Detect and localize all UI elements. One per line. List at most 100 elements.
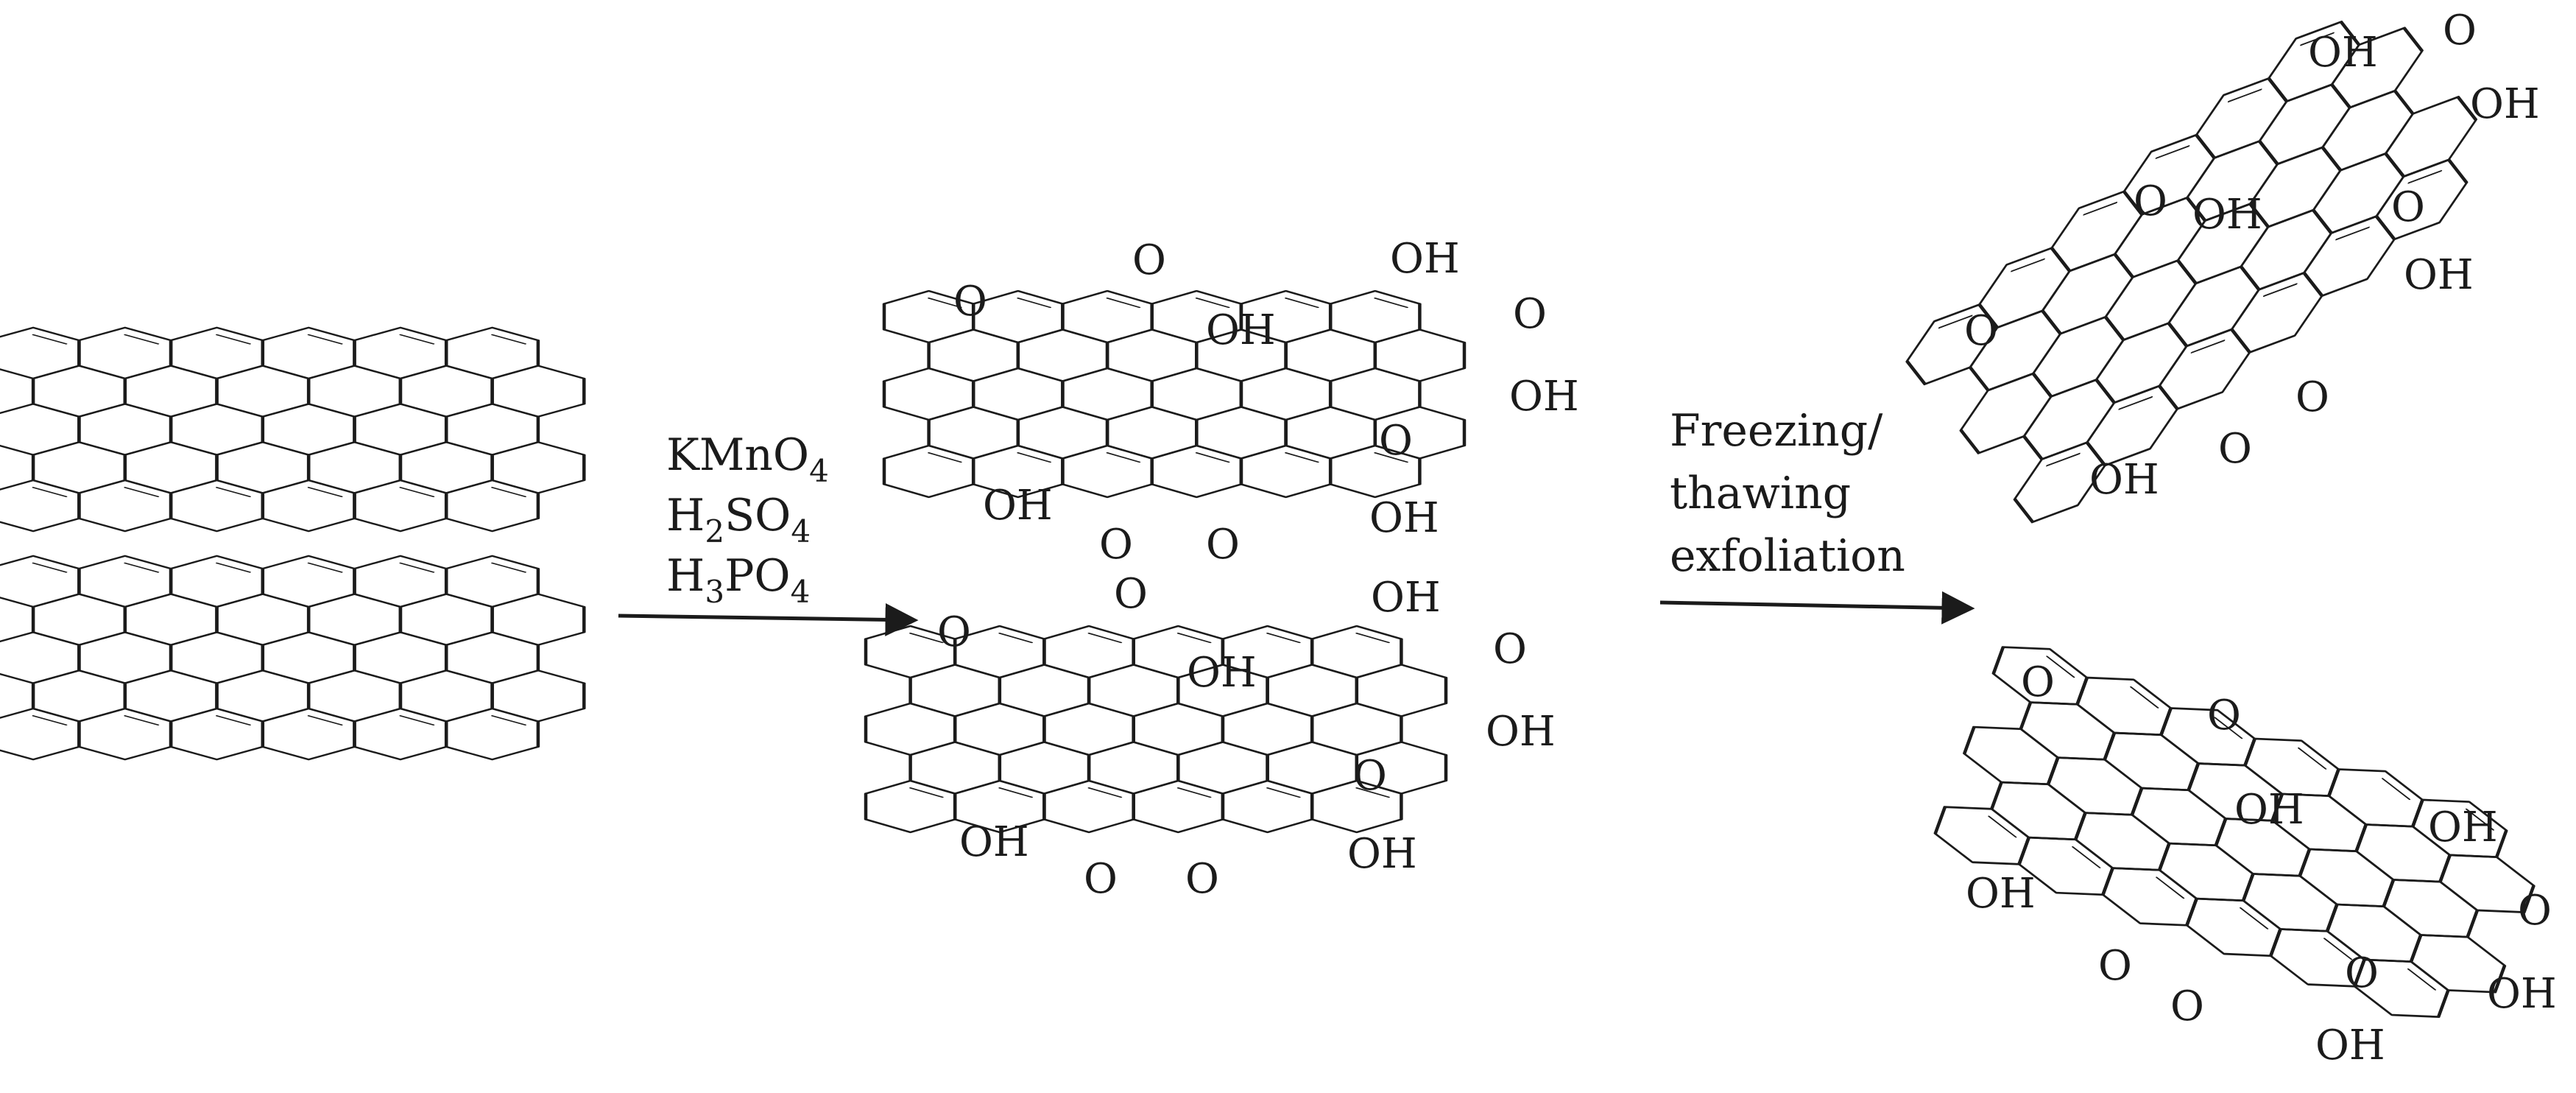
graphite-stack xyxy=(0,326,586,761)
carbon-ring xyxy=(1933,806,2030,865)
condition-line-2: thawing xyxy=(1670,468,1851,519)
carbon-ring xyxy=(2374,158,2469,241)
double-bond xyxy=(216,334,251,345)
epoxide-o: O xyxy=(2170,983,2204,1030)
carbon-ring xyxy=(353,403,448,456)
carbon-ring xyxy=(2041,253,2134,335)
carbon-ring xyxy=(306,441,403,494)
double-bond xyxy=(1285,298,1319,309)
carbon-ring xyxy=(31,593,127,646)
epoxide-o: O xyxy=(1964,307,1998,355)
epoxide-o: O xyxy=(2021,658,2055,706)
carbon-ring xyxy=(398,669,494,723)
double-bond xyxy=(1266,633,1301,644)
carbon-sheet xyxy=(0,326,586,533)
epoxide-o: O xyxy=(1084,855,1118,903)
double-bond xyxy=(1988,815,2017,838)
carbon-ring xyxy=(2195,77,2288,160)
epoxide-o: O xyxy=(953,278,987,326)
double-bond xyxy=(2240,907,2269,929)
epoxide-o: O xyxy=(1099,521,1133,569)
carboxyl-oh: OH xyxy=(2315,1022,2385,1069)
carbon-ring xyxy=(123,441,219,494)
carbon-ring xyxy=(31,365,127,418)
carbon-ring xyxy=(306,593,403,646)
double-bond xyxy=(1106,452,1141,463)
double-bond xyxy=(32,334,68,345)
carbonyl-o: O xyxy=(1513,290,1547,338)
double-bond xyxy=(2011,258,2045,273)
epoxide-o: O xyxy=(937,608,971,656)
carbon-ring xyxy=(908,664,1002,717)
double-bond xyxy=(399,487,435,497)
double-bond xyxy=(2118,396,2153,410)
carbon-ring xyxy=(123,669,219,723)
epoxide-o: O xyxy=(2207,692,2241,739)
double-bond xyxy=(1087,633,1123,644)
carbon-ring xyxy=(31,669,127,723)
carbon-ring xyxy=(2104,259,2198,342)
exfoliated-top-sheet-groups: OH O OH O OH O OH O O O OH xyxy=(1964,7,2540,504)
carbon-ring xyxy=(998,741,1091,795)
double-bond xyxy=(2156,876,2185,899)
double-bond xyxy=(2046,452,2081,467)
carbon-ring xyxy=(215,593,311,646)
carbon-ring xyxy=(1105,406,1199,460)
carbon-ring xyxy=(169,403,265,456)
hydroxyl-oh: OH xyxy=(983,482,1053,530)
double-bond xyxy=(2300,32,2335,46)
carbon-ring xyxy=(490,593,586,646)
double-bond xyxy=(2072,846,2101,868)
double-bond xyxy=(1938,314,1973,329)
carbon-ring xyxy=(0,403,81,456)
epoxide-o: O xyxy=(1132,236,1166,284)
double-bond xyxy=(1355,787,1390,798)
carbon-ring xyxy=(908,741,1002,795)
carbon-ring xyxy=(2384,95,2478,178)
carbon-ring xyxy=(2258,83,2351,166)
carbon-ring xyxy=(444,479,540,533)
hydroxyl-oh: OH xyxy=(2192,191,2262,239)
carbon-sheet xyxy=(864,625,1448,834)
epoxide-o: O xyxy=(2134,178,2167,225)
carbon-sheet xyxy=(1905,20,2478,524)
double-bond xyxy=(1017,298,1051,309)
carbon-ring xyxy=(1016,328,1109,382)
carbon-ring xyxy=(1959,372,2053,454)
carbon-ring xyxy=(1016,406,1109,460)
double-bond xyxy=(491,334,526,345)
double-bond xyxy=(216,562,251,573)
double-bond xyxy=(2227,88,2262,103)
double-bond xyxy=(1087,787,1123,798)
double-bond xyxy=(124,487,160,497)
epoxide-o: O xyxy=(2218,425,2252,473)
carbon-ring xyxy=(444,708,540,761)
carbon-ring xyxy=(0,555,81,608)
carbon-ring xyxy=(353,631,448,684)
carboxyl-oh: OH xyxy=(1369,494,1439,542)
carbon-ring xyxy=(169,631,265,684)
carbonyl-o: O xyxy=(2443,7,2477,55)
carboxyl-oh: OH xyxy=(1486,708,1556,756)
carbon-ring xyxy=(306,365,403,418)
carboxyl-oh: OH xyxy=(1347,830,1417,878)
hydroxyl-oh: OH xyxy=(2308,29,2378,77)
carbon-ring xyxy=(2321,89,2415,172)
double-bond xyxy=(2046,656,2075,678)
carbon-ring xyxy=(490,441,586,494)
carbonyl-o: O xyxy=(2345,949,2379,997)
oxidation-arrow xyxy=(618,602,919,636)
carbon-ring xyxy=(927,406,1020,460)
carbon-ring xyxy=(2185,897,2282,957)
double-bond xyxy=(1374,298,1408,309)
double-bond xyxy=(1266,787,1301,798)
double-bond xyxy=(32,487,68,497)
double-bond xyxy=(124,562,160,573)
carbon-ring xyxy=(927,328,1020,382)
double-bond xyxy=(928,298,962,309)
exfoliated-graphene-oxide-sheets xyxy=(1905,20,2536,1019)
double-bond xyxy=(399,715,435,725)
double-bond xyxy=(2214,717,2243,739)
carbon-ring xyxy=(1373,328,1467,382)
